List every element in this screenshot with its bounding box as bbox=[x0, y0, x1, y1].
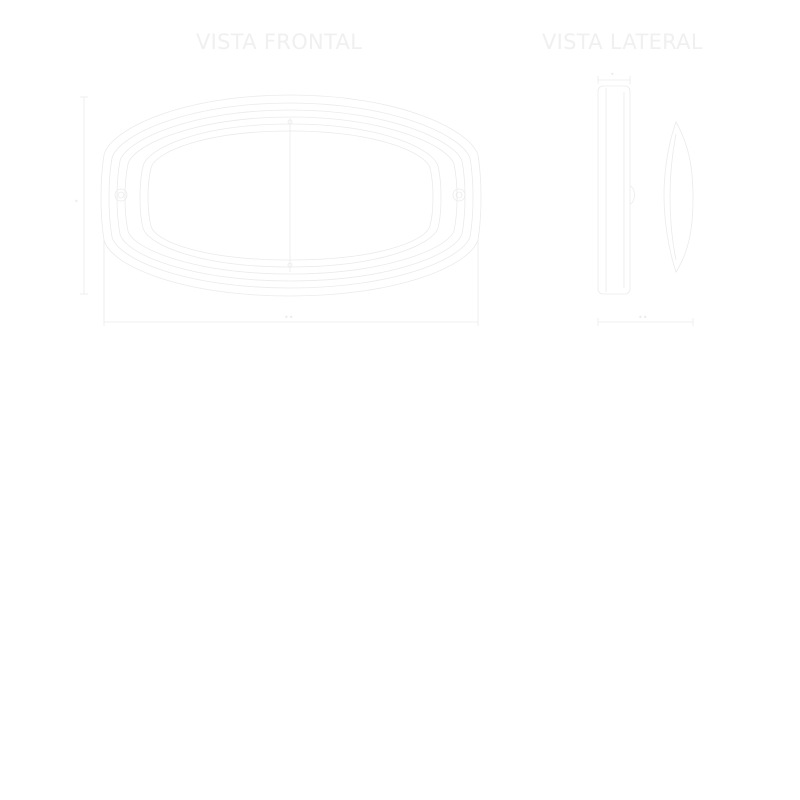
front-outline-2 bbox=[108, 102, 474, 289]
side-view-title: VISTA LATERAL bbox=[542, 30, 703, 54]
side-base-plate bbox=[597, 85, 631, 295]
side-center-mount bbox=[629, 185, 635, 205]
side-lens-dome bbox=[663, 121, 694, 273]
side-view bbox=[597, 76, 694, 326]
front-width-dimension-mark: •• bbox=[284, 313, 293, 322]
front-center-bottom-mark bbox=[287, 262, 293, 268]
left-mounting-hole-inner bbox=[117, 191, 125, 199]
right-mounting-hole-inner bbox=[455, 191, 463, 199]
front-outline-outer bbox=[100, 94, 482, 297]
front-center-top-mark bbox=[287, 119, 293, 125]
front-lens-inner bbox=[147, 130, 434, 261]
front-view bbox=[80, 94, 482, 326]
front-view-title: VISTA FRONTAL bbox=[196, 30, 363, 54]
side-bottom-dimension-mark: •• bbox=[638, 313, 647, 322]
front-outline-3 bbox=[116, 109, 466, 282]
left-mounting-hole bbox=[114, 188, 128, 202]
side-lens-dome-inner bbox=[669, 133, 677, 261]
front-height-dimension-mark: • bbox=[74, 197, 79, 206]
right-mounting-hole bbox=[452, 188, 466, 202]
front-outline-4 bbox=[124, 116, 458, 275]
side-top-dimension-mark: • bbox=[610, 70, 615, 79]
